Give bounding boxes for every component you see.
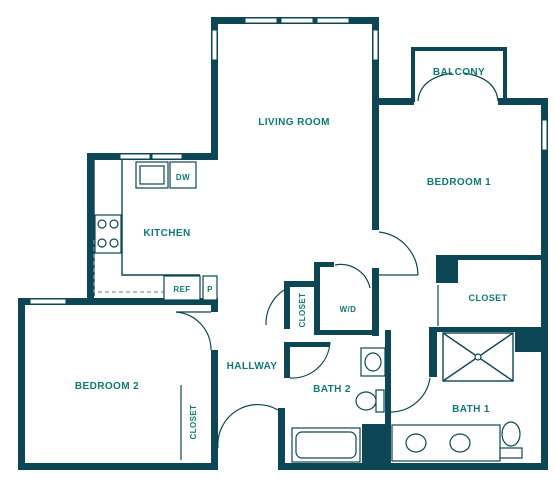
bath-2-toilet-icon bbox=[355, 391, 377, 411]
room-labels: LIVING ROOM BALCONY BEDROOM 1 KITCHEN DW… bbox=[75, 67, 508, 440]
bedroom-1-door-icon bbox=[378, 231, 419, 276]
bath-1-toilet-icon bbox=[501, 421, 521, 447]
closet-main-label: CLOSET bbox=[469, 293, 508, 303]
bedroom-2-label: BEDROOM 2 bbox=[75, 381, 139, 392]
pantry-label: P bbox=[207, 285, 213, 294]
bath-1-sink-right-icon bbox=[449, 433, 471, 453]
bath-1-fixtures bbox=[391, 332, 523, 462]
bath-1-label: BATH 1 bbox=[452, 404, 490, 415]
shower-icon bbox=[442, 332, 514, 382]
pantry-icon bbox=[202, 275, 218, 301]
closet-hall-label: CLOSET bbox=[298, 293, 307, 328]
wd-label: W/D bbox=[340, 305, 357, 314]
doors bbox=[175, 72, 499, 460]
bedroom-2-door-icon bbox=[175, 311, 212, 351]
hallway-label: HALLWAY bbox=[227, 361, 278, 372]
living-room-label: LIVING ROOM bbox=[258, 117, 330, 128]
bath-2-toilet-tank-icon bbox=[375, 389, 385, 413]
bath-1-toilet-tank-icon bbox=[499, 447, 523, 459]
dw-label: DW bbox=[176, 173, 190, 182]
kitchen-fixtures bbox=[93, 160, 218, 301]
bedroom-1-label: BEDROOM 1 bbox=[427, 177, 491, 188]
bath-1-door-icon bbox=[390, 377, 431, 413]
bath-1-sink-left-icon bbox=[405, 433, 427, 453]
wd-door-icon bbox=[334, 263, 371, 289]
balcony-label: BALCONY bbox=[433, 67, 485, 78]
entry-door-icon bbox=[217, 403, 279, 449]
balcony-door-icon bbox=[417, 72, 453, 102]
bath-2-door-icon bbox=[289, 341, 331, 379]
closet-bed2-label: CLOSET bbox=[189, 405, 198, 440]
windows bbox=[29, 17, 548, 305]
hall-closet-door-icon bbox=[265, 289, 285, 326]
bath-2-fixtures bbox=[291, 347, 386, 463]
bath-2-label: BATH 2 bbox=[313, 384, 351, 395]
kitchen-label: KITCHEN bbox=[143, 228, 190, 239]
refrigerator-icon bbox=[163, 275, 201, 301]
dishwasher-icon bbox=[169, 161, 197, 189]
ref-label: REF bbox=[173, 285, 190, 294]
